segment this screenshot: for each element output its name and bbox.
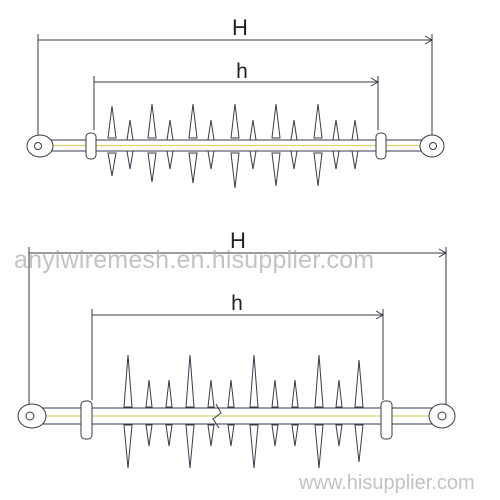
- insulator-diagram-1: [26, 34, 445, 189]
- overall-length-label-2: H: [230, 228, 246, 253]
- end-fitting-right-1: [375, 132, 445, 160]
- overall-length-label-1: H: [232, 15, 248, 40]
- insulator-diagram-2: [17, 247, 456, 469]
- core-rod-2: [34, 407, 438, 425]
- core-rod-1: [48, 139, 423, 152]
- sheds-length-label-1: h: [236, 60, 248, 83]
- end-fitting-left-2: [17, 400, 93, 440]
- sheds-1: [107, 103, 359, 189]
- sheds-length-dimension-2: [91, 309, 385, 400]
- end-fitting-right-2: [380, 400, 456, 440]
- end-fitting-left-1: [26, 132, 97, 160]
- sheds-length-label-2: h: [231, 292, 243, 315]
- sheds-length-dimension-1: [93, 76, 380, 130]
- break-mark-2: [212, 403, 222, 429]
- overall-length-dimension-2: [28, 247, 448, 408]
- sheds-2: [123, 354, 364, 469]
- overall-length-dimension-1: [37, 34, 434, 140]
